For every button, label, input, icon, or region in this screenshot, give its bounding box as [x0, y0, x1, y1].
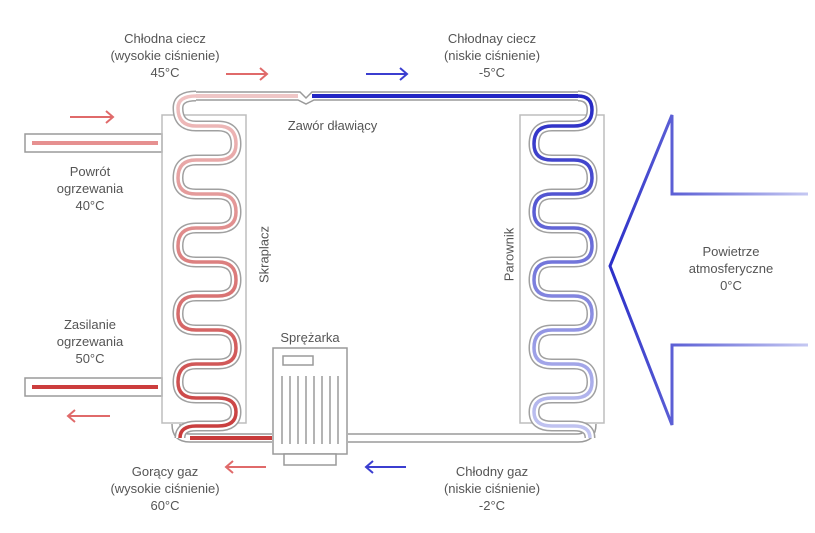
- label-compressor: Sprężarka: [280, 330, 340, 345]
- label-heating-return: Powrót ogrzewania 40°C: [56, 164, 124, 213]
- label-expansion-valve: Zawór dławiący: [287, 118, 378, 133]
- label-cold-gas: Chłodny gaz (niskie ciśnienie) -2°C: [443, 464, 541, 513]
- heating-supply-pipe: [24, 377, 163, 397]
- label-hot-gas: Gorący gaz (wysokie ciśnienie) 60°C: [110, 464, 220, 513]
- label-condenser: Skraplacz: [256, 225, 272, 284]
- arrow-left-icon: [66, 409, 110, 423]
- arrow-right-icon: [226, 67, 269, 81]
- arrow-left-icon: [364, 460, 406, 474]
- compressor: [272, 347, 348, 466]
- heating-return-pipe: [24, 133, 163, 153]
- outside-air-arrow: [608, 114, 808, 426]
- condenser-coil: [172, 90, 242, 439]
- label-cold-liquid-low: Chłodnay ciecz (niskie ciśnienie) -5°C: [443, 31, 541, 80]
- arrow-right-icon: [366, 67, 409, 81]
- label-outside-air: Powietrze atmosferyczne 0°C: [688, 244, 774, 293]
- arrow-left-icon: [224, 460, 266, 474]
- label-heating-supply: Zasilanie ogrzewania 50°C: [56, 317, 124, 366]
- label-evaporator: Parownik: [501, 227, 517, 282]
- arrow-right-icon: [70, 110, 115, 124]
- evaporator-coil: [528, 90, 598, 439]
- label-cold-liquid-high: Chłodna ciecz (wysokie ciśnienie) 45°C: [110, 31, 220, 80]
